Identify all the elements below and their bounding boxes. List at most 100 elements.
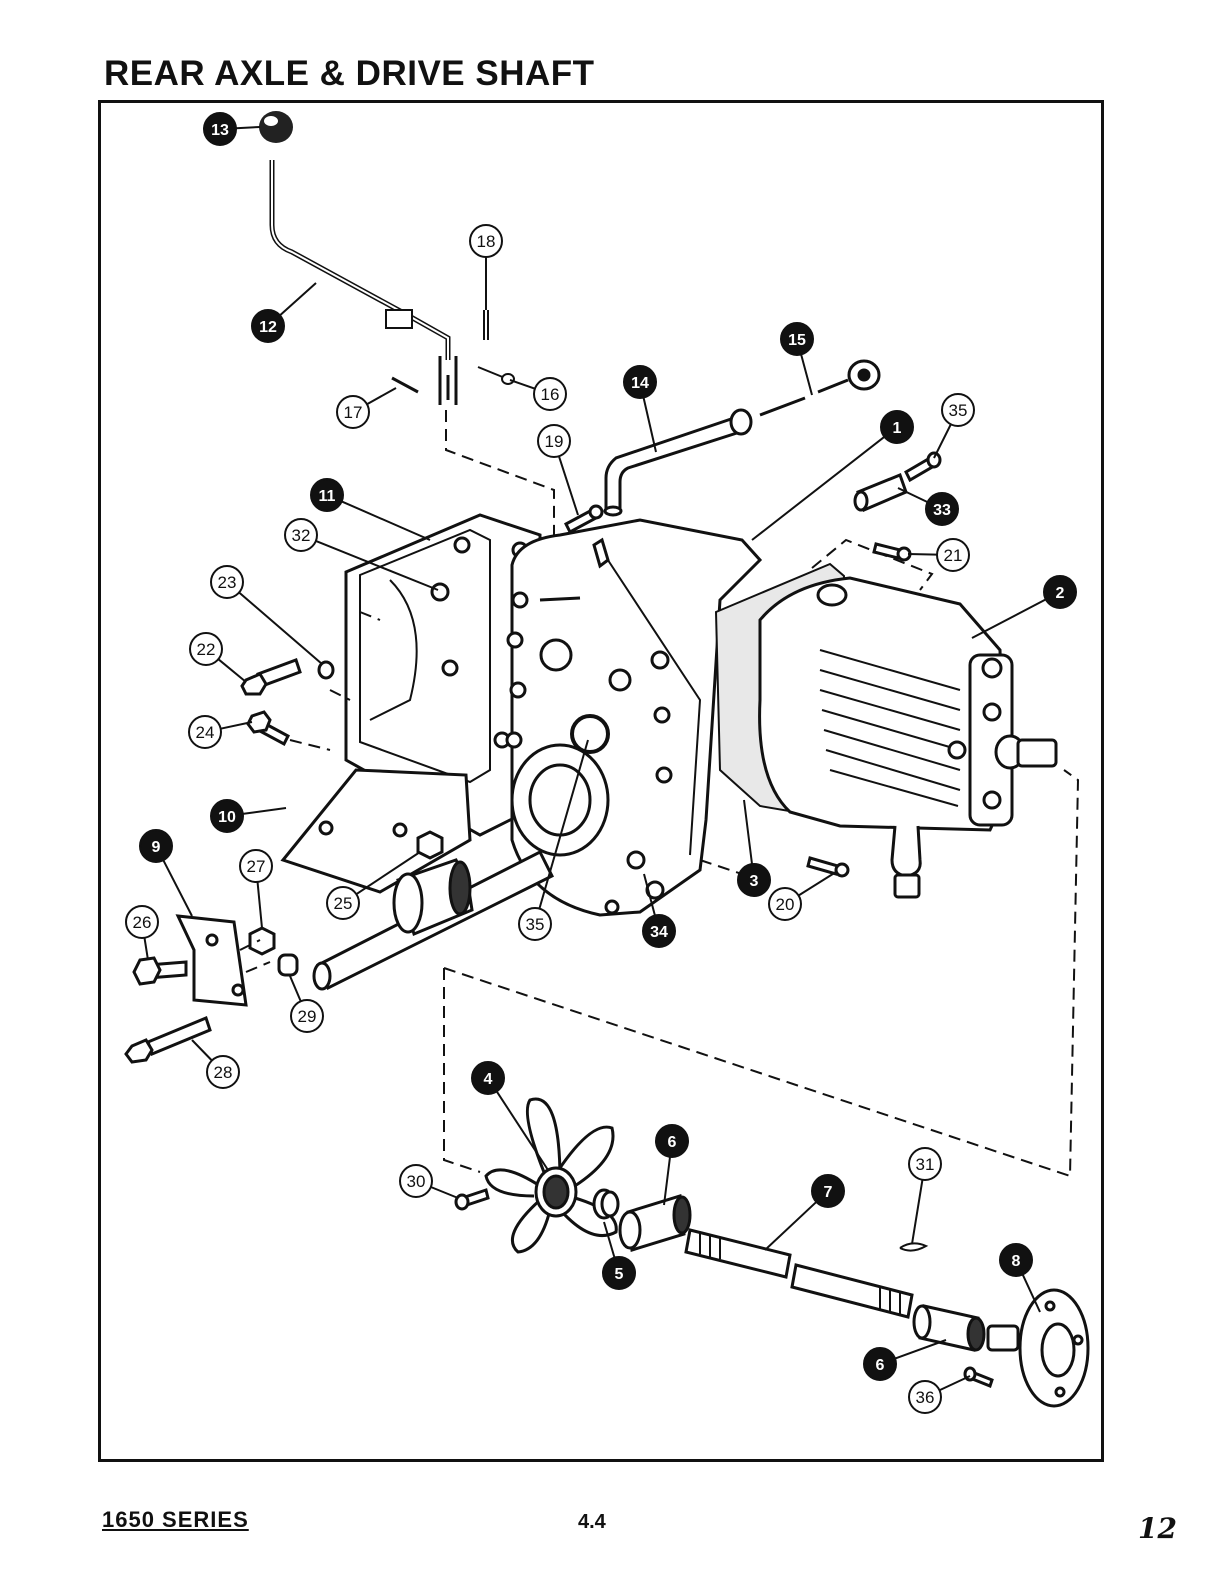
callout-35: 35 <box>934 394 974 458</box>
callout-number: 23 <box>218 573 237 592</box>
callout-15: 15 <box>781 323 813 395</box>
callout-20: 20 <box>769 872 836 920</box>
callout-number: 18 <box>477 232 496 251</box>
callout-number: 35 <box>949 401 968 420</box>
callout-leader-line <box>799 872 836 895</box>
dipstick <box>760 361 879 415</box>
callout-number: 35 <box>526 915 545 934</box>
callout-number: 34 <box>650 924 668 941</box>
nut-27 <box>250 928 274 954</box>
callout-33: 33 <box>898 488 958 525</box>
callout-number: 4 <box>484 1071 493 1088</box>
callout-leader-line <box>163 860 192 916</box>
shift-knob <box>259 111 293 143</box>
callout-36: 36 <box>909 1376 970 1413</box>
shift-lever <box>272 160 456 405</box>
callout-number: 6 <box>668 1134 677 1151</box>
callout-number: 31 <box>916 1155 935 1174</box>
callout-number: 30 <box>407 1172 426 1191</box>
callout-28: 28 <box>192 1040 239 1088</box>
callout-number: 27 <box>247 857 266 876</box>
hub-5 <box>594 1190 618 1218</box>
callout-12: 12 <box>252 283 316 342</box>
callout-23: 23 <box>211 566 322 664</box>
callout-leader-line <box>801 354 812 395</box>
callout-13: 13 <box>204 113 260 145</box>
callout-number: 20 <box>776 895 795 914</box>
callout-leader-line <box>972 599 1046 638</box>
callout-leader-line <box>510 380 535 389</box>
callout-6: 6 <box>864 1340 946 1380</box>
callout-number: 33 <box>933 502 951 519</box>
callout-17: 17 <box>337 388 396 428</box>
callout-number: 5 <box>615 1266 624 1283</box>
callout-leader-line <box>431 1187 458 1198</box>
callout-number: 6 <box>876 1357 885 1374</box>
sleeve-33 <box>855 475 906 510</box>
callout-3: 3 <box>738 800 770 896</box>
drive-shaft-7 <box>686 1230 912 1317</box>
callout-21: 21 <box>908 539 969 571</box>
callout-leader-line <box>290 976 301 1001</box>
cotter-pin <box>484 310 488 340</box>
callout-number: 8 <box>1012 1253 1021 1270</box>
callout-6: 6 <box>656 1125 688 1205</box>
callout-number: 17 <box>344 403 363 422</box>
bolt-24 <box>248 712 288 744</box>
callout-number: 9 <box>152 839 161 856</box>
callout-2: 2 <box>972 576 1076 638</box>
callout-31: 31 <box>909 1148 941 1244</box>
screw-20 <box>808 858 848 876</box>
coupler-6-lower <box>914 1306 984 1350</box>
callout-number: 1 <box>893 420 902 437</box>
callout-number: 26 <box>133 913 152 932</box>
long-bolt-28 <box>126 1018 210 1062</box>
callout-number: 21 <box>944 546 963 565</box>
callout-leader-line <box>218 659 246 682</box>
callout-number: 28 <box>214 1063 233 1082</box>
roll-pin <box>392 378 418 392</box>
callout-11: 11 <box>311 479 430 540</box>
callout-leader-line <box>908 554 937 555</box>
callout-number: 29 <box>298 1007 317 1026</box>
callout-number: 16 <box>541 385 560 404</box>
nut-25 <box>418 832 442 858</box>
callout-leader-line <box>236 127 260 128</box>
callout-number: 19 <box>545 432 564 451</box>
callout-14: 14 <box>624 366 656 452</box>
callout-leader-line <box>744 800 752 864</box>
screw-21 <box>874 544 910 560</box>
callout-number: 22 <box>197 640 216 659</box>
callout-leader-line <box>280 283 316 315</box>
callout-number: 32 <box>292 526 311 545</box>
footer-sheet-number: 12 <box>1138 1512 1177 1545</box>
fan <box>486 1099 616 1252</box>
callout-leader-line <box>192 1040 212 1061</box>
screw-30 <box>456 1190 488 1209</box>
bolt-22 <box>242 660 300 694</box>
callout-22: 22 <box>190 633 246 682</box>
callout-10: 10 <box>211 800 286 832</box>
hex-bolt-26 <box>134 958 186 984</box>
callout-leader-line <box>239 592 322 664</box>
clevis-pin <box>478 367 514 384</box>
callout-26: 26 <box>126 906 158 960</box>
footer-page-number: 4.4 <box>578 1511 606 1534</box>
breather-tube <box>605 410 751 515</box>
callout-leader-line <box>912 1180 922 1244</box>
callout-number: 12 <box>259 319 277 336</box>
callout-18: 18 <box>470 225 502 310</box>
callout-number: 14 <box>631 375 649 392</box>
callout-19: 19 <box>538 425 578 515</box>
footer-series: 1650 SERIES <box>102 1507 249 1533</box>
callout-leader-line <box>559 456 578 515</box>
callout-number: 10 <box>218 809 236 826</box>
callout-leader-line <box>765 1202 816 1250</box>
callout-leader-line <box>895 1340 946 1359</box>
callout-number: 15 <box>788 332 806 349</box>
callout-leader-line <box>342 501 430 540</box>
callout-number: 11 <box>319 488 336 505</box>
spacer-29 <box>279 955 297 975</box>
callout-leader-line <box>258 882 262 928</box>
callout-leader-line <box>934 424 951 458</box>
